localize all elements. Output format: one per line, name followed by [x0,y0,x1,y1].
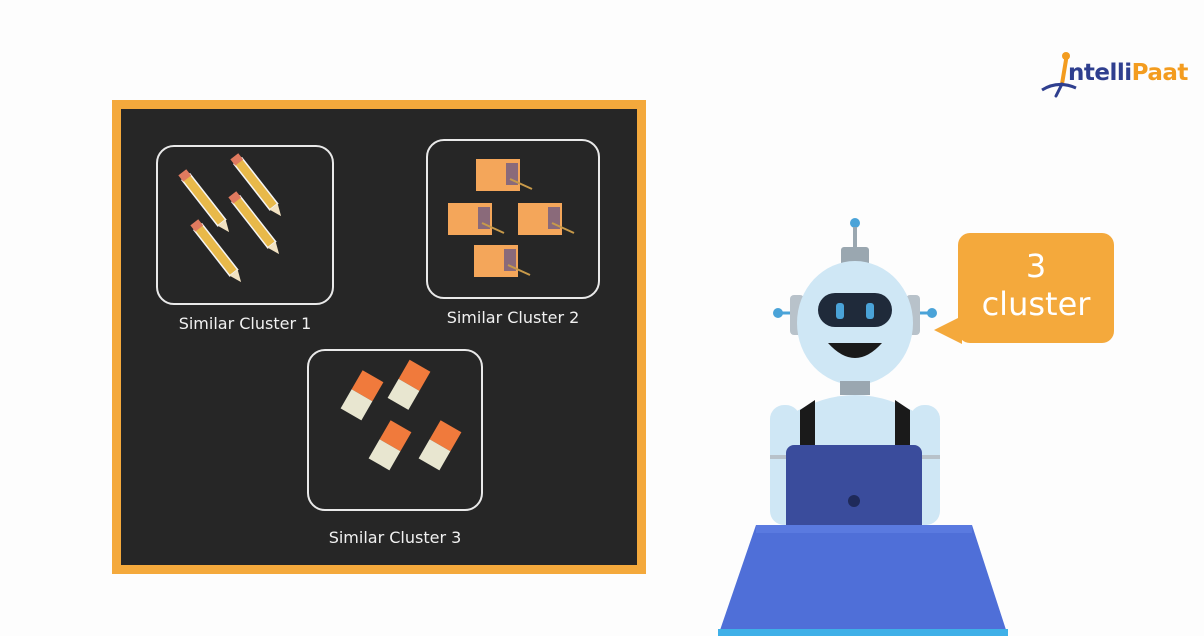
speech-text: 3 cluster [958,247,1114,323]
cluster-3-label: Similar Cluster 3 [328,528,462,547]
cluster-1-label: Similar Cluster 1 [178,314,312,333]
logo-text-prefix: ntelli [1068,60,1132,86]
boxes-icon [448,159,575,277]
logo-text-suffix: Paat [1131,60,1189,86]
speech-line-2: cluster [981,285,1091,323]
antenna-tip-icon [850,218,860,228]
logo-figure-icon [1041,52,1077,98]
intellipaat-logo: ntelliPaat [1040,50,1190,100]
cluster-1-box [156,145,334,305]
robot-visor [818,293,892,327]
speech-line-1: 3 [1025,247,1047,285]
cluster-3-box [307,349,483,511]
pencils-icon [178,153,282,283]
cluster-2-label: Similar Cluster 2 [446,308,580,327]
robot-eye-left [836,303,844,319]
speech-bubble: 3 cluster [958,233,1114,343]
robot-illustration [718,218,1008,636]
erasers-icon [340,359,462,471]
cluster-2-box [426,139,600,299]
logo-text: ntelliPaat [1068,60,1188,86]
speech-bubble-tail [934,316,962,344]
robot-eye-right [866,303,874,319]
desk [718,525,1008,636]
robot-mouth [828,343,882,358]
cluster-board: Similar Cluster 1 [112,100,646,574]
